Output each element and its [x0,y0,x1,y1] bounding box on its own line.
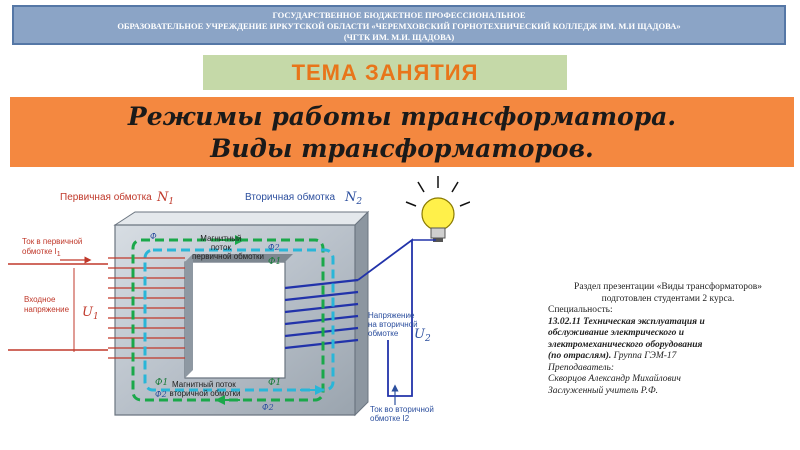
lesson-title: Режимы работы трансформатора. Виды транс… [10,97,794,167]
info-line-1: Раздел презентации «Виды трансформаторов… [574,282,762,292]
info-specialty-label: Специальность: [548,305,613,315]
secondary-symbol: N2 [344,190,362,207]
phi-label: Ф1 [268,378,281,388]
primary-current-label: Ток в первичной обмотке I1 [22,237,85,258]
info-specialty-tail: (по отраслям). [548,351,612,361]
title-line-2: Виды трансформаторов. [210,134,594,163]
info-teacher-title: Заслуженный учитель Р.Ф. [548,385,659,396]
phi-label: Ф2 [155,390,167,399]
phi-label: Ф1 [155,378,168,388]
header-line-2: ОБРАЗОВАТЕЛЬНОЕ УЧРЕЖДЕНИЕ ИРКУТСКОЙ ОБЛ… [117,21,681,31]
input-voltage-label: Входное напряжение [24,295,70,314]
transformer-diagram: Первичная обмотка N1 Вторичная обмотка N… [8,176,470,423]
presentation-info: Раздел презентации «Виды трансформаторов… [548,282,788,397]
phi-label: Ф2 [268,243,280,252]
info-specialty-1: 13.02.11 Техническая эксплуатация и [548,316,705,327]
info-line-2: подготовлен студентами 2 курса. [601,293,735,304]
primary-symbol: N1 [156,190,174,207]
header-line-3: (ЧГТК ИМ. М.И. ЩАДОВА) [343,32,455,42]
u1-symbol: U1 [82,305,99,322]
title-line-1: Режимы работы трансформатора. [127,102,677,131]
info-teacher-name: Скворцов Александр Михайлович [548,374,681,384]
phi-label: Ф1 [268,257,281,267]
info-specialty-4: (по отраслям). Группа ГЭМ-17 [548,351,788,363]
light-bulb-icon [405,176,470,242]
info-specialty-3: электромеханического оборудования [548,339,703,350]
u2-symbol: U2 [414,327,431,344]
info-group: Группа ГЭМ-17 [611,351,677,361]
primary-winding-label: Первичная обмотка [60,191,152,203]
phi-label: Ф [150,232,157,241]
flux-bottom-label: Магнитный поток вторичной обмотки [169,380,240,398]
transformer-core [113,210,370,417]
secondary-voltage-label: Напряжение на вторичной обмотке [368,311,420,338]
topic-label: ТЕМА ЗАНЯТИЯ [203,55,567,90]
info-teacher-label: Преподаватель: [548,362,615,373]
secondary-winding-label: Вторичная обмотка [245,191,335,203]
flux-secondary-loop [143,248,335,392]
phi-label: Ф2 [262,403,274,412]
secondary-current-label: Ток во вторичной обмотке I2 [370,405,436,423]
info-specialty-2: обслуживание электрического и [548,328,685,338]
college-header: ГОСУДАРСТВЕННОЕ БЮДЖЕТНОЕ ПРОФЕССИОНАЛЬН… [12,5,786,45]
flux-top-label: Магнитный поток первичной обмотки [192,234,264,261]
header-line-1: ГОСУДАРСТВЕННОЕ БЮДЖЕТНОЕ ПРОФЕССИОНАЛЬН… [272,10,526,20]
